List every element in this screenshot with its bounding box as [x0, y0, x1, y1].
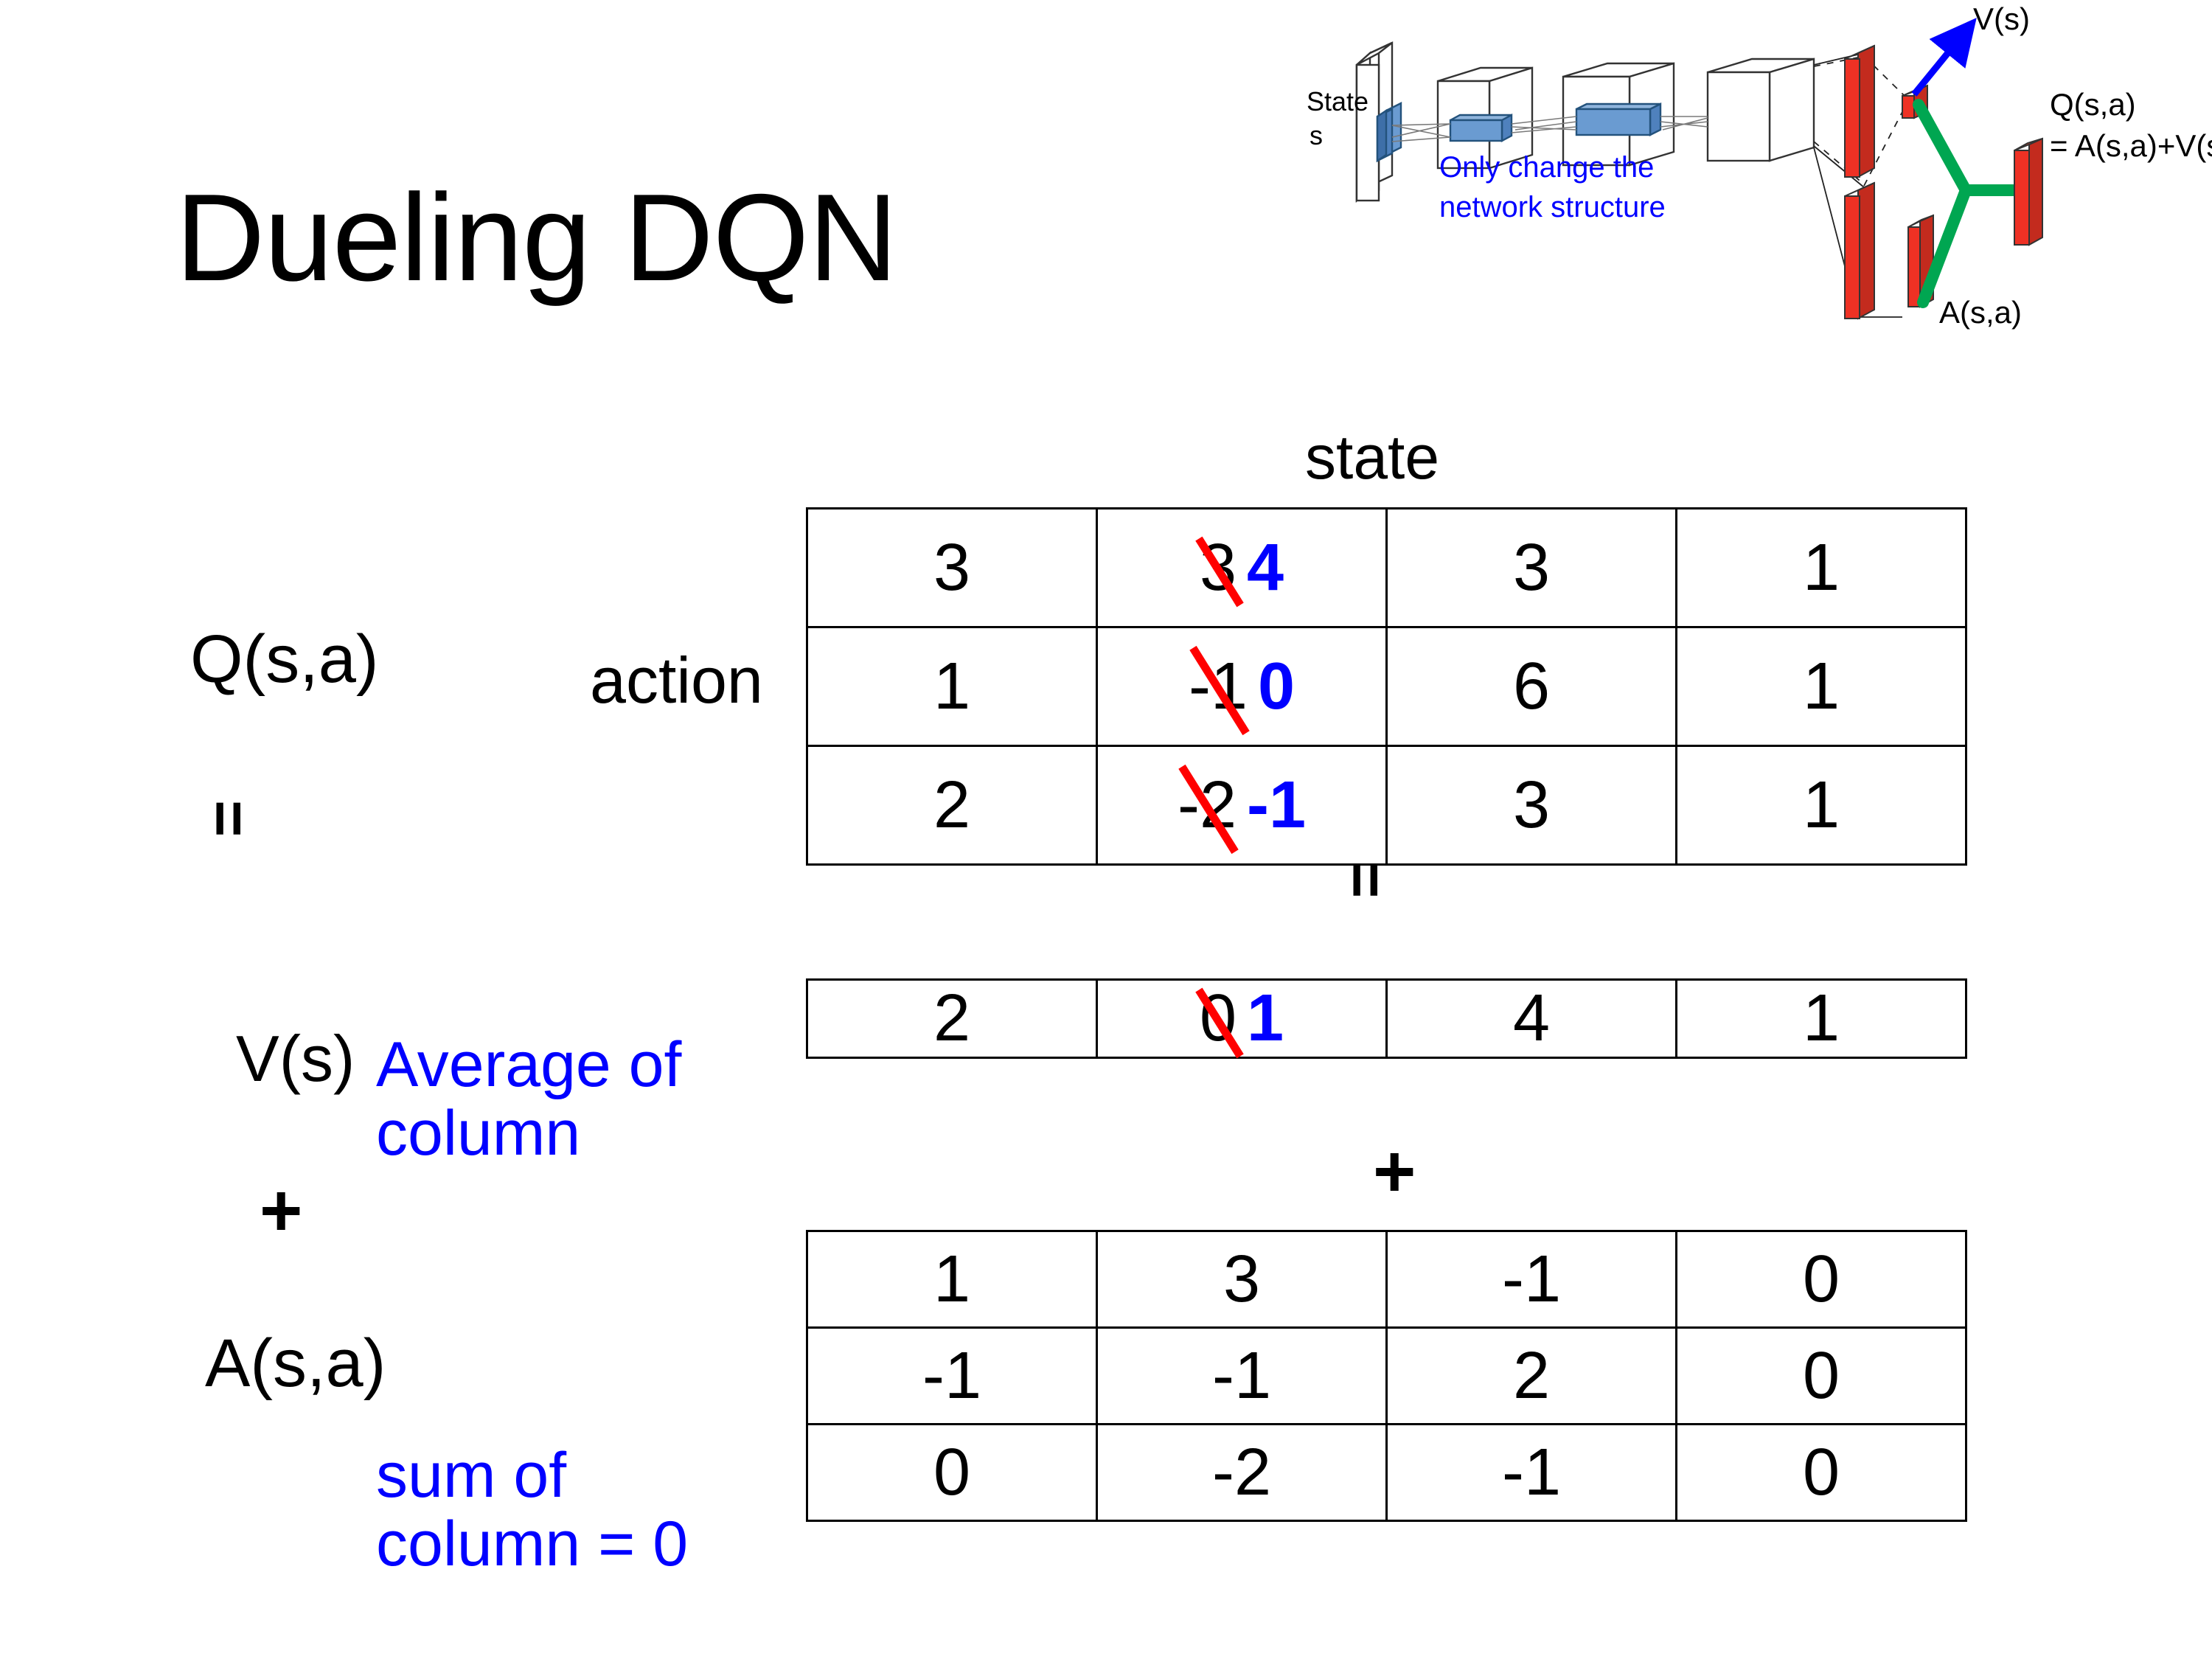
v-value-table: 2 0 1 4 1	[806, 978, 1967, 1059]
page-title: Dueling DQN	[175, 168, 898, 307]
v-cell-c0[interactable]: 2	[806, 978, 1098, 1059]
q-cell-r2c0[interactable]: 2	[806, 745, 1098, 866]
sum-of-column-note: sum of column = 0	[376, 1441, 688, 1579]
a-cell-r0c2[interactable]: -1	[1385, 1230, 1677, 1329]
corrected-value: 0	[1257, 649, 1295, 723]
table-row: 3 3 4 3 1	[806, 507, 1967, 628]
equals-sign-q-v: =	[193, 800, 264, 838]
v-cell-c2[interactable]: 4	[1385, 978, 1677, 1059]
dueling-network-diagram: State s Only change the network structur…	[1091, 0, 2212, 413]
q-cell-r0c2[interactable]: 3	[1385, 507, 1677, 628]
v-cell-c3[interactable]: 1	[1675, 978, 1967, 1059]
q-cell-r2c2[interactable]: 3	[1385, 745, 1677, 866]
diagram-note-line1: Only change the	[1439, 151, 1654, 184]
q-cell-r1c2[interactable]: 6	[1385, 626, 1677, 747]
table-row: 0 -2 -1 0	[806, 1423, 1967, 1522]
q-table-label: Q(s,a)	[190, 622, 379, 697]
value-arrow	[1911, 18, 1977, 97]
diagram-state-sub: s	[1310, 120, 1323, 150]
table-row: 1 3 -1 0	[806, 1230, 1967, 1329]
v-cell-c1[interactable]: 0 1	[1096, 978, 1388, 1059]
a-cell-r0c3[interactable]: 0	[1675, 1230, 1967, 1329]
q-cell-r0c1[interactable]: 3 4	[1096, 507, 1388, 628]
a-cell-r1c2[interactable]: 2	[1385, 1326, 1677, 1425]
corrected-value: 4	[1247, 530, 1284, 605]
sum-note-line2: column = 0	[376, 1508, 689, 1579]
corrected-value: -1	[1247, 768, 1307, 842]
struck-value: 3	[1199, 530, 1237, 605]
diagram-q-label: Q(s,a)	[2050, 87, 2136, 122]
q-cell-r0c3[interactable]: 1	[1675, 507, 1967, 628]
table-row: 2 0 1 4 1	[806, 978, 1967, 1059]
sum-note-line1: sum of	[376, 1440, 567, 1511]
a-cell-r2c1[interactable]: -2	[1096, 1423, 1388, 1522]
a-cell-r1c1[interactable]: -1	[1096, 1326, 1388, 1425]
v-table-label: V(s)	[236, 1022, 355, 1095]
a-cell-r0c1[interactable]: 3	[1096, 1230, 1388, 1329]
table-row: 2 -2 -1 3 1	[806, 745, 1967, 866]
struck-value: 0	[1199, 981, 1237, 1055]
avg-note-line1: Average of	[376, 1029, 682, 1100]
q-cell-r1c0[interactable]: 1	[806, 626, 1098, 747]
a-cell-r1c0[interactable]: -1	[806, 1326, 1098, 1425]
a-cell-r1c3[interactable]: 0	[1675, 1326, 1967, 1425]
q-cell-r2c1[interactable]: -2 -1	[1096, 745, 1388, 866]
q-cell-r0c0[interactable]: 3	[806, 507, 1098, 628]
q-cell-r2c3[interactable]: 1	[1675, 745, 1967, 866]
a-cell-r2c3[interactable]: 0	[1675, 1423, 1967, 1522]
struck-value: -1	[1188, 649, 1248, 723]
struck-value: -2	[1177, 768, 1237, 842]
a-cell-r2c2[interactable]: -1	[1385, 1423, 1677, 1522]
plus-sign-table: +	[1373, 1130, 1416, 1213]
diagram-note-line2: network structure	[1439, 191, 1666, 223]
average-of-column-note: Average of column	[376, 1031, 681, 1168]
equals-sign-table: =	[1330, 861, 1401, 899]
a-table-label: A(s,a)	[205, 1326, 386, 1401]
state-axis-label: state	[1305, 422, 1440, 492]
corrected-value: 1	[1247, 981, 1284, 1055]
diagram-state-label: State	[1307, 86, 1368, 116]
table-row: 1 -1 0 6 1	[806, 626, 1967, 747]
diagram-a-label: A(s,a)	[1939, 295, 2022, 330]
diagram-q-formula: = A(s,a)+V(s)	[2050, 128, 2212, 163]
q-value-table: 3 3 4 3 1 1 -1 0 6	[806, 507, 1967, 866]
table-row: -1 -1 2 0	[806, 1326, 1967, 1425]
plus-sign-left: +	[260, 1169, 303, 1252]
a-value-table: 1 3 -1 0 -1 -1 2 0 0 -2 -1 0	[806, 1230, 1967, 1522]
a-cell-r2c0[interactable]: 0	[806, 1423, 1098, 1522]
action-axis-label: action	[590, 644, 763, 717]
q-cell-r1c3[interactable]: 1	[1675, 626, 1967, 747]
a-cell-r0c0[interactable]: 1	[806, 1230, 1098, 1329]
avg-note-line2: column	[376, 1097, 581, 1169]
q-cell-r1c1[interactable]: -1 0	[1096, 626, 1388, 747]
diagram-v-label: V(s)	[1973, 1, 2030, 36]
